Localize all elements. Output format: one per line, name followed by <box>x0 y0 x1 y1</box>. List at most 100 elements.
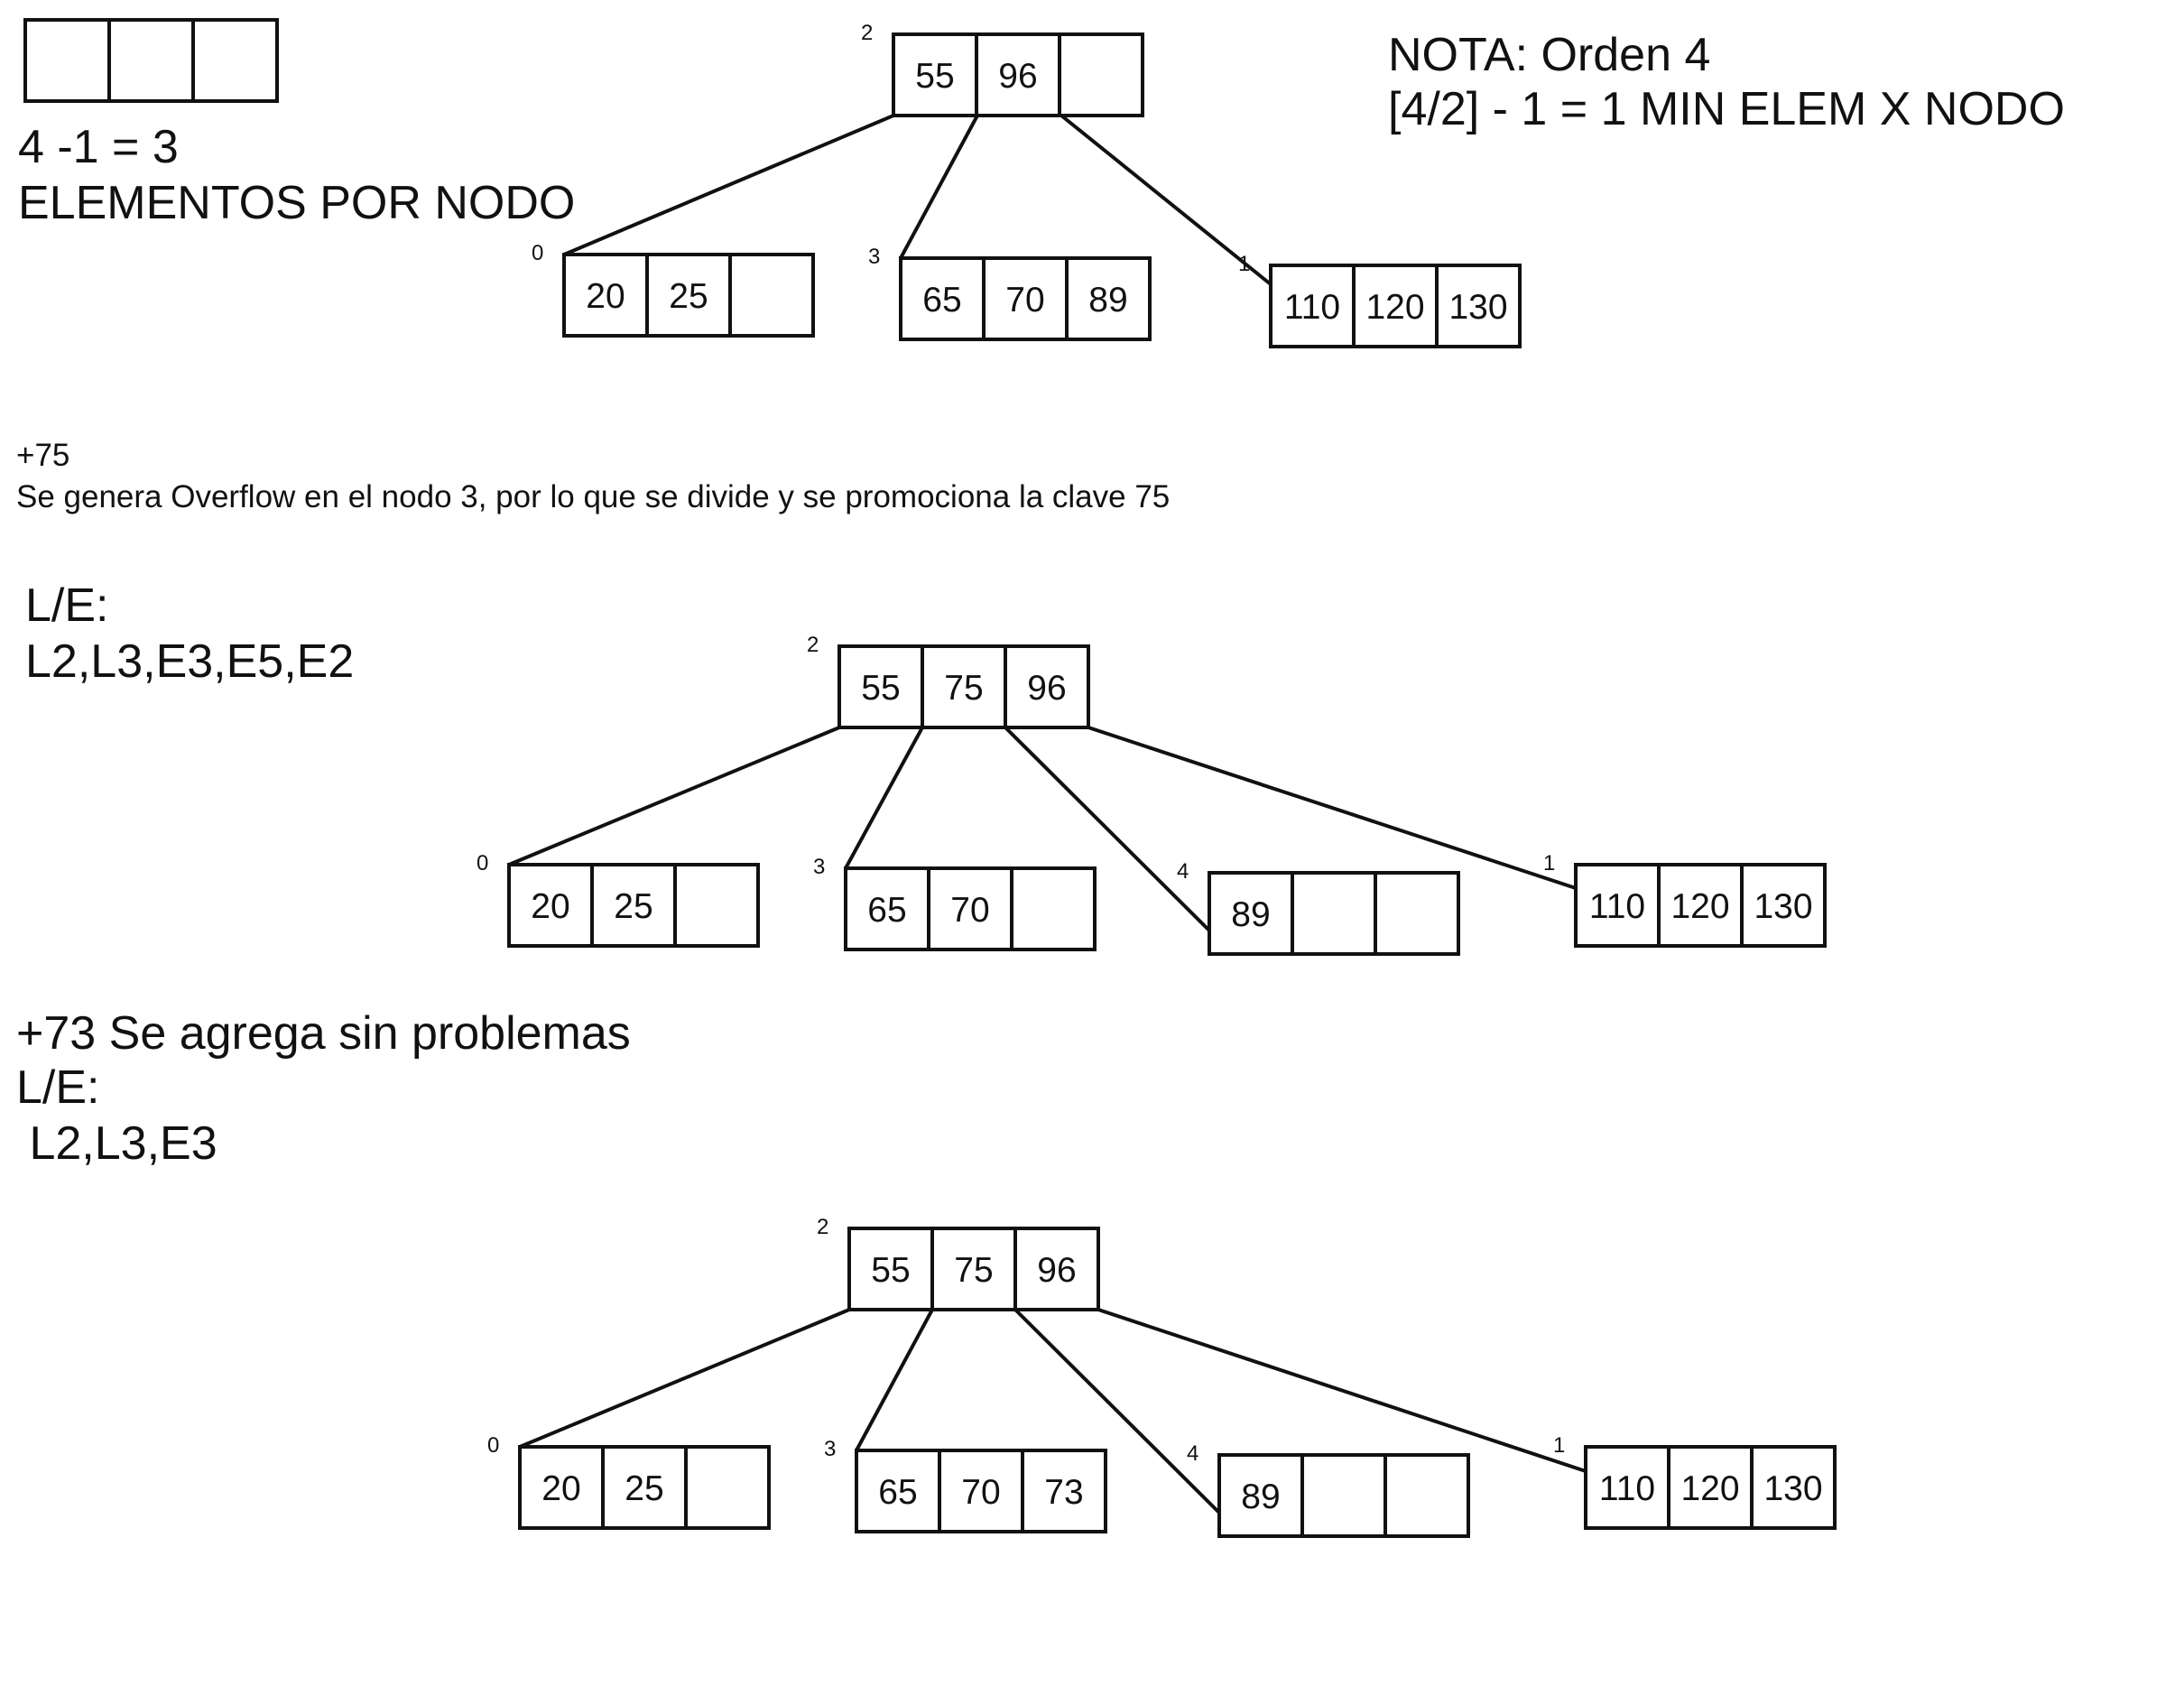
node-index-label: 4 <box>1187 1441 1198 1466</box>
node-key: 20 <box>586 277 625 316</box>
step2-op-description: +73 Se agrega sin problemas <box>16 1007 631 1060</box>
node-key: 96 <box>1027 669 1066 708</box>
node-cell <box>1374 871 1460 956</box>
node-key: 73 <box>1044 1473 1083 1512</box>
node-key: 120 <box>1365 288 1424 327</box>
empty-node-template <box>23 18 279 103</box>
node-cell <box>1384 1453 1470 1538</box>
tree-edge <box>899 115 979 259</box>
node-index-label: 0 <box>532 241 543 265</box>
node-cell <box>590 863 677 948</box>
step1-description: Se genera Overflow en el nodo 3, por lo … <box>16 479 1170 514</box>
node-cell <box>1657 863 1744 948</box>
tree-edge <box>563 114 894 256</box>
node-cell <box>673 863 760 948</box>
node-key: 65 <box>878 1473 917 1512</box>
node-cell <box>1010 866 1097 951</box>
template-cell <box>107 18 195 103</box>
node-key: 96 <box>1037 1251 1076 1290</box>
node-index-label: 0 <box>477 851 488 875</box>
node-key: 130 <box>1754 887 1812 926</box>
node-cell <box>1291 871 1377 956</box>
tree-edge <box>1060 114 1272 286</box>
node-cell <box>1013 1227 1100 1311</box>
node-index-label: 2 <box>817 1215 828 1239</box>
child-node: 20 25 0 <box>532 241 815 338</box>
tree-edge <box>508 726 840 866</box>
node-cell <box>930 1227 1017 1311</box>
node-key: 120 <box>1680 1469 1739 1508</box>
node-cell <box>1352 264 1439 348</box>
child-node: 65 70 3 <box>813 855 1097 951</box>
node-key: 70 <box>950 891 989 930</box>
child-node: 894 <box>1177 859 1460 956</box>
node-key: 25 <box>625 1469 663 1508</box>
child-node: 89 4 <box>1187 1441 1470 1538</box>
node-index-label: 1 <box>1553 1433 1565 1458</box>
step2-le-ops: L2,L3,E3 <box>16 1117 217 1170</box>
node-index-label: 3 <box>868 245 880 269</box>
node-cell <box>518 1445 605 1530</box>
child-node: 20 25 0 <box>487 1433 771 1530</box>
node-index-label: 0 <box>487 1433 499 1458</box>
tree-edge <box>1097 1308 1587 1473</box>
node-cell <box>847 1227 934 1311</box>
node-key: 96 <box>998 57 1037 96</box>
node-key: 75 <box>954 1251 993 1290</box>
node-cell <box>1584 1445 1670 1530</box>
step1-le-label: L/E: <box>25 579 109 632</box>
tree-edge <box>855 1309 934 1451</box>
node-key: 89 <box>1241 1478 1280 1516</box>
node-key: 110 <box>1599 1469 1655 1508</box>
node-index-label: 2 <box>807 633 819 657</box>
node-key: 120 <box>1670 887 1729 926</box>
node-key: 75 <box>944 669 983 708</box>
node-cell <box>601 1445 688 1530</box>
node-index-label: 4 <box>1177 859 1189 884</box>
node-cell <box>838 644 924 729</box>
step1-le-ops: L2,L3,E3,E5,E2 <box>25 635 354 688</box>
tree-edge <box>1087 726 1577 890</box>
node-key: 110 <box>1589 887 1645 926</box>
node-cell <box>1435 264 1522 348</box>
template-cell <box>191 18 279 103</box>
tree-edge <box>1004 726 1211 932</box>
node-cell <box>1065 256 1152 341</box>
node-cell <box>1300 1453 1387 1538</box>
calc-line-2: ELEMENTOS POR NODO <box>18 177 575 229</box>
node-cell <box>1058 32 1144 117</box>
nota-line-1: NOTA: Orden 4 <box>1388 29 1710 81</box>
tree-edge <box>1013 1308 1221 1515</box>
child-node: 110 120 130 1 <box>1553 1433 1837 1530</box>
node-key: 55 <box>915 57 954 96</box>
node-key: 130 <box>1763 1469 1822 1508</box>
node-index-label: 3 <box>813 855 825 879</box>
node-cell <box>684 1445 771 1530</box>
node-key: 20 <box>531 887 569 926</box>
node-key: 70 <box>1005 281 1044 320</box>
tree-edge <box>519 1308 850 1449</box>
node-cell <box>844 866 930 951</box>
nota-line-2: [4/2] - 1 = 1 MIN ELEM X NODO <box>1388 83 2065 135</box>
tree-edge <box>844 727 924 869</box>
node-cell <box>507 863 594 948</box>
node-key: 65 <box>867 891 906 930</box>
node-index-label: 1 <box>1238 252 1250 276</box>
node-index-label: 3 <box>824 1437 836 1461</box>
node-cell <box>975 32 1061 117</box>
node-key: 89 <box>1088 281 1127 320</box>
node-key: 20 <box>541 1469 580 1508</box>
template-cell <box>23 18 111 103</box>
node-key: 25 <box>669 277 708 316</box>
node-cell <box>1004 644 1090 729</box>
node-cell <box>1740 863 1827 948</box>
